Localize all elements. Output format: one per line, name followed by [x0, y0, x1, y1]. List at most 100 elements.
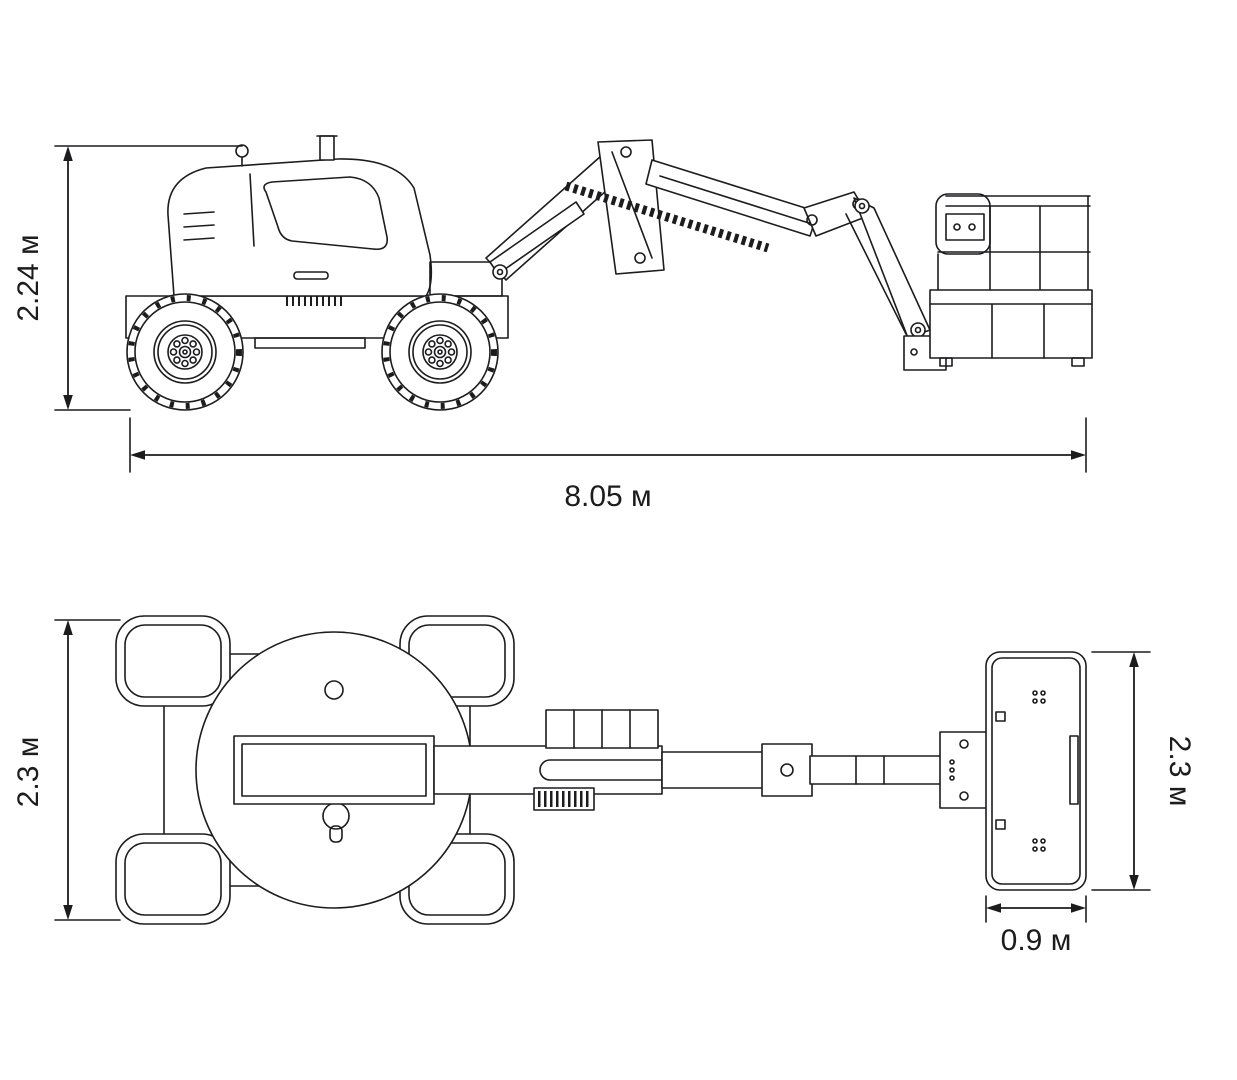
arrowhead-right: [1071, 903, 1086, 913]
tire-outer: [381, 293, 499, 411]
riser-joint: [634, 252, 646, 264]
lug-bolt: [173, 356, 181, 364]
side-height-label: 2.24 м: [12, 234, 45, 321]
side-length-dimension: 8.05 м: [129, 417, 1087, 513]
rim-inner: [412, 324, 468, 380]
hub: [167, 334, 203, 370]
tire-top-inner: [124, 842, 222, 916]
platform-width-dimension: 0.9 м: [985, 895, 1087, 957]
telescope-seam: [659, 175, 813, 225]
boom-mid-top: [433, 745, 663, 795]
platform-outline-top: [985, 651, 1087, 891]
boom-base-top: [233, 735, 435, 805]
lug-bolt: [181, 336, 189, 345]
platform-top: [985, 651, 1087, 891]
articulated-jib-side: [803, 191, 947, 371]
rim-inner: [157, 324, 213, 380]
floor-bolt: [1032, 838, 1038, 844]
side-view: 2.24 м 8.05 м: [12, 135, 1093, 513]
arrowhead-up: [63, 146, 73, 161]
arrowhead-left: [130, 450, 145, 460]
tire-inner: [389, 301, 491, 403]
wheel-top-front-left: [115, 615, 231, 707]
arrowhead-up: [1129, 652, 1139, 667]
floor-bolt: [1040, 690, 1046, 696]
body-shell: [167, 158, 433, 297]
turret-side: [429, 261, 503, 297]
top-width-dimension: 2.3 м: [12, 619, 121, 921]
lug-bolt: [428, 356, 436, 364]
chassis-step: [254, 337, 366, 349]
turret-hole: [324, 680, 344, 700]
arrowhead-left: [986, 903, 1001, 913]
top-view: 2.3 м 2.3 м 0.9 м: [12, 615, 1196, 957]
jib-lower-pin: [914, 326, 922, 334]
wheel-top-rear-left: [115, 833, 231, 925]
control-box: [945, 213, 985, 241]
lug-bolt: [447, 348, 456, 356]
platform-length-dimension: 2.3 м: [1091, 651, 1196, 891]
floor-anchor: [995, 711, 1006, 722]
floor-bolt: [1040, 698, 1046, 704]
mount-bolt: [959, 791, 969, 801]
engine-cover: [167, 135, 433, 297]
platform-mount-top: [939, 731, 989, 809]
control-knob: [953, 223, 961, 231]
floor-bolt: [1032, 698, 1038, 704]
platform-inner-top: [991, 657, 1081, 885]
vent-line: [183, 224, 215, 228]
riser-joint: [620, 146, 632, 158]
tire-inner: [134, 301, 236, 403]
floor-bolt: [1040, 846, 1046, 852]
arrowhead-right: [1071, 450, 1086, 460]
lug-bolt: [189, 340, 197, 348]
jib-joint-top: [761, 743, 813, 797]
platform-foot: [939, 357, 953, 367]
vent-line: [183, 237, 215, 241]
entry-gate-top: [1069, 735, 1079, 805]
lug-bolt: [192, 348, 201, 356]
boom-pivot: [492, 264, 508, 280]
lug-bolt: [173, 340, 181, 348]
jib-link-rod: [845, 213, 907, 335]
jib-joint-pin: [780, 763, 794, 777]
lug-bolt: [181, 359, 189, 368]
boom-top: [233, 709, 989, 811]
hub-center: [182, 349, 188, 355]
work-platform-side: [929, 193, 1093, 367]
top-width-label: 2.3 м: [12, 737, 45, 808]
boom-assembly-side: [429, 139, 819, 297]
mount-bolt: [959, 739, 969, 749]
boom-riser: [597, 139, 665, 275]
boom-base-inner: [241, 743, 427, 797]
platform-width-label: 0.9 м: [1001, 924, 1072, 957]
keyhole-stem: [329, 825, 343, 843]
boom-pivot-pin: [496, 268, 504, 276]
hub-cap: [178, 345, 192, 359]
energy-chain: [564, 181, 770, 253]
machine-side-view: [125, 135, 1093, 411]
cowl-recess: [263, 176, 389, 251]
front-wheel: [126, 293, 244, 411]
arrowhead-up: [63, 620, 73, 635]
riser-link: [611, 151, 653, 259]
floor-bolt: [1032, 690, 1038, 696]
lug-bolt: [436, 336, 444, 345]
tire-tread: [128, 295, 242, 409]
platform-foot: [1071, 357, 1085, 367]
jib-upper-pin: [858, 202, 866, 210]
tire-tread: [383, 295, 497, 409]
jib-arm: [853, 197, 931, 339]
side-height-dimension: 2.24 м: [12, 145, 243, 411]
arrowhead-down: [1129, 875, 1139, 890]
floor-anchor: [995, 819, 1006, 830]
rim: [408, 320, 472, 384]
side-length-label: 8.05 м: [564, 480, 651, 513]
jib-top: [809, 755, 945, 785]
tire-outer: [126, 293, 244, 411]
door-handle: [293, 271, 329, 280]
rear-wheel: [381, 293, 499, 411]
lug-bolt: [428, 340, 436, 348]
mount-pin: [949, 767, 955, 773]
